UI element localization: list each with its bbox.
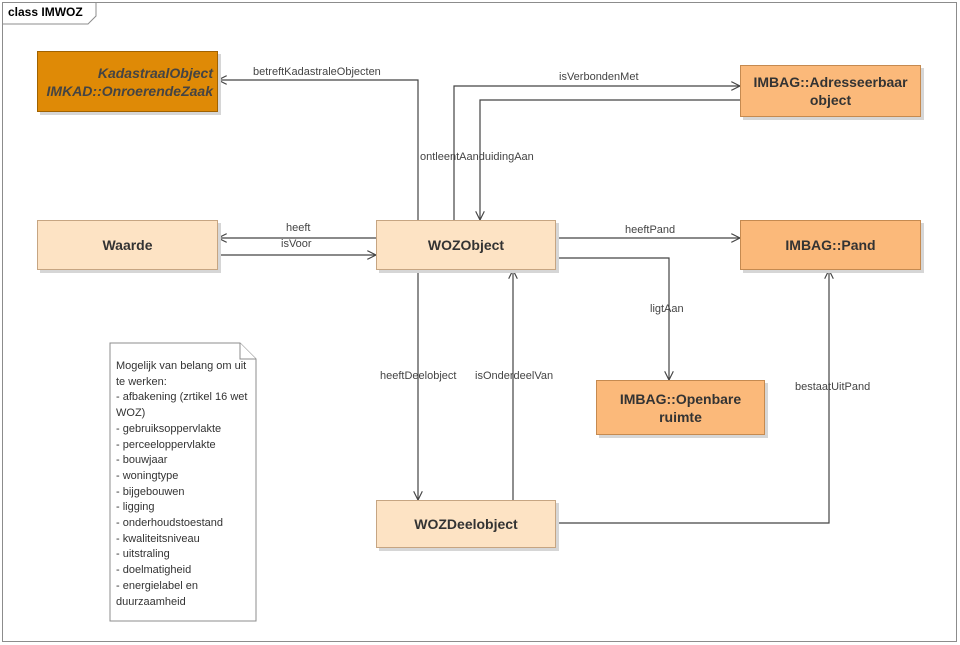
class-openbare-ruimte[interactable]: IMBAG::Openbare ruimte	[596, 380, 765, 435]
class-openbare-line1: IMBAG::Openbare	[619, 390, 742, 407]
class-waarde-name: Waarde	[102, 237, 153, 253]
class-adresseerbaar-line2: object	[809, 92, 852, 108]
label-ligtaan: ligtAan	[650, 303, 684, 315]
assoc-betreft-line	[218, 80, 419, 220]
label-heeftpand: heeftPand	[625, 224, 676, 236]
class-pand-name: IMBAG::Pand	[785, 237, 876, 253]
class-wozdeelobject[interactable]: WOZDeelobject	[376, 500, 556, 548]
assoc-ontleent-line	[480, 99, 740, 220]
frame-label: class IMWOZ	[8, 5, 83, 19]
frame-label-tab	[2, 2, 97, 25]
label-bestaatuit: bestaatUitPand	[795, 381, 871, 393]
class-kadastraal-name: KadastraalObject	[97, 64, 213, 81]
class-wozobject-name: WOZObject	[427, 237, 505, 253]
class-pand[interactable]: IMBAG::Pand	[740, 220, 921, 270]
class-wozdeelobject-name: WOZDeelobject	[414, 516, 518, 532]
label-isverbonden: isVerbondenMet	[559, 71, 639, 83]
label-isvoor: isVoor	[281, 238, 312, 250]
assoc-isverbonden-line	[453, 86, 740, 220]
assoc-bestaatuit-line	[556, 270, 829, 524]
class-adresseerbaar-object[interactable]: IMBAG::Adresseerbaar object	[740, 65, 921, 117]
label-ontleent: ontleentAanduidingAan	[420, 151, 534, 163]
assoc-ligtaan-line	[556, 257, 669, 380]
note-shape	[109, 342, 257, 622]
class-waarde[interactable]: Waarde	[37, 220, 218, 270]
label-heeft: heeft	[286, 222, 311, 234]
class-kadastraal-stereotype: IMKAD::OnroerendeZaak	[46, 82, 213, 99]
class-kadastraal-object[interactable]: KadastraalObject IMKAD::OnroerendeZaak	[37, 51, 218, 112]
label-betreft: betreftKadastraleObjecten	[253, 66, 381, 78]
label-heeftdeel: heeftDeelobject	[380, 370, 457, 382]
label-isonderdeel: isOnderdeelVan	[475, 370, 554, 382]
class-openbare-line2: ruimte	[659, 408, 702, 425]
note-text: Mogelijk van belang om uit te werken: - …	[116, 360, 248, 608]
class-wozobject[interactable]: WOZObject	[376, 220, 556, 270]
class-adresseerbaar-line1: IMBAG::Adresseerbaar	[753, 74, 908, 90]
